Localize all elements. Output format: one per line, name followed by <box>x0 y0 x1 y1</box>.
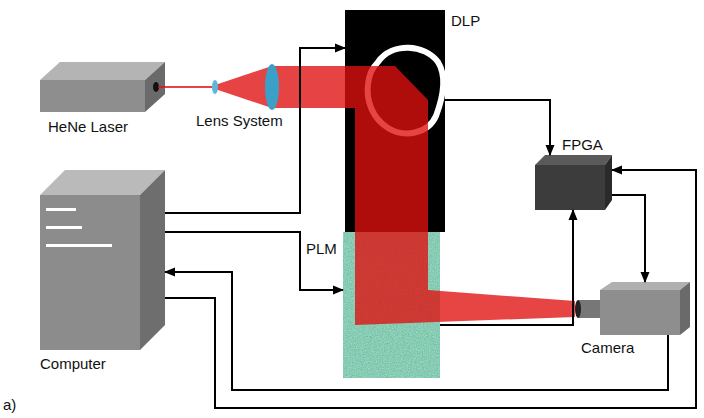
node-label: HeNe Laser <box>48 118 128 135</box>
node-label: DLP <box>451 12 480 29</box>
signal-connector <box>612 195 645 282</box>
node-label: FPGA <box>562 136 603 153</box>
laser-body <box>40 62 165 112</box>
signal-connector <box>165 170 696 408</box>
fpga-chip <box>535 155 612 210</box>
laser-node: HeNe Laser <box>40 62 165 112</box>
laser-beam <box>158 66 575 325</box>
node-label: Computer <box>40 355 106 372</box>
component-label: Lens System <box>196 112 283 129</box>
computer-node: Computer <box>40 170 165 350</box>
signal-connector <box>165 232 343 290</box>
camera-body <box>575 282 690 335</box>
node-label: PLM <box>306 240 337 257</box>
large-lens <box>265 64 279 110</box>
fpga-node: FPGA <box>535 155 612 210</box>
signal-connector <box>445 100 550 155</box>
signal-connector <box>165 48 345 213</box>
signal-connector <box>440 210 573 325</box>
node-label: Camera <box>581 339 634 356</box>
plm-node: PLM <box>343 232 440 378</box>
dlp-node: DLP <box>345 10 445 232</box>
panel-label: a) <box>3 396 16 413</box>
camera-node: Camera <box>575 282 690 335</box>
computer-tower <box>40 170 165 350</box>
small-lens <box>212 80 218 94</box>
signal-connector <box>165 272 668 390</box>
